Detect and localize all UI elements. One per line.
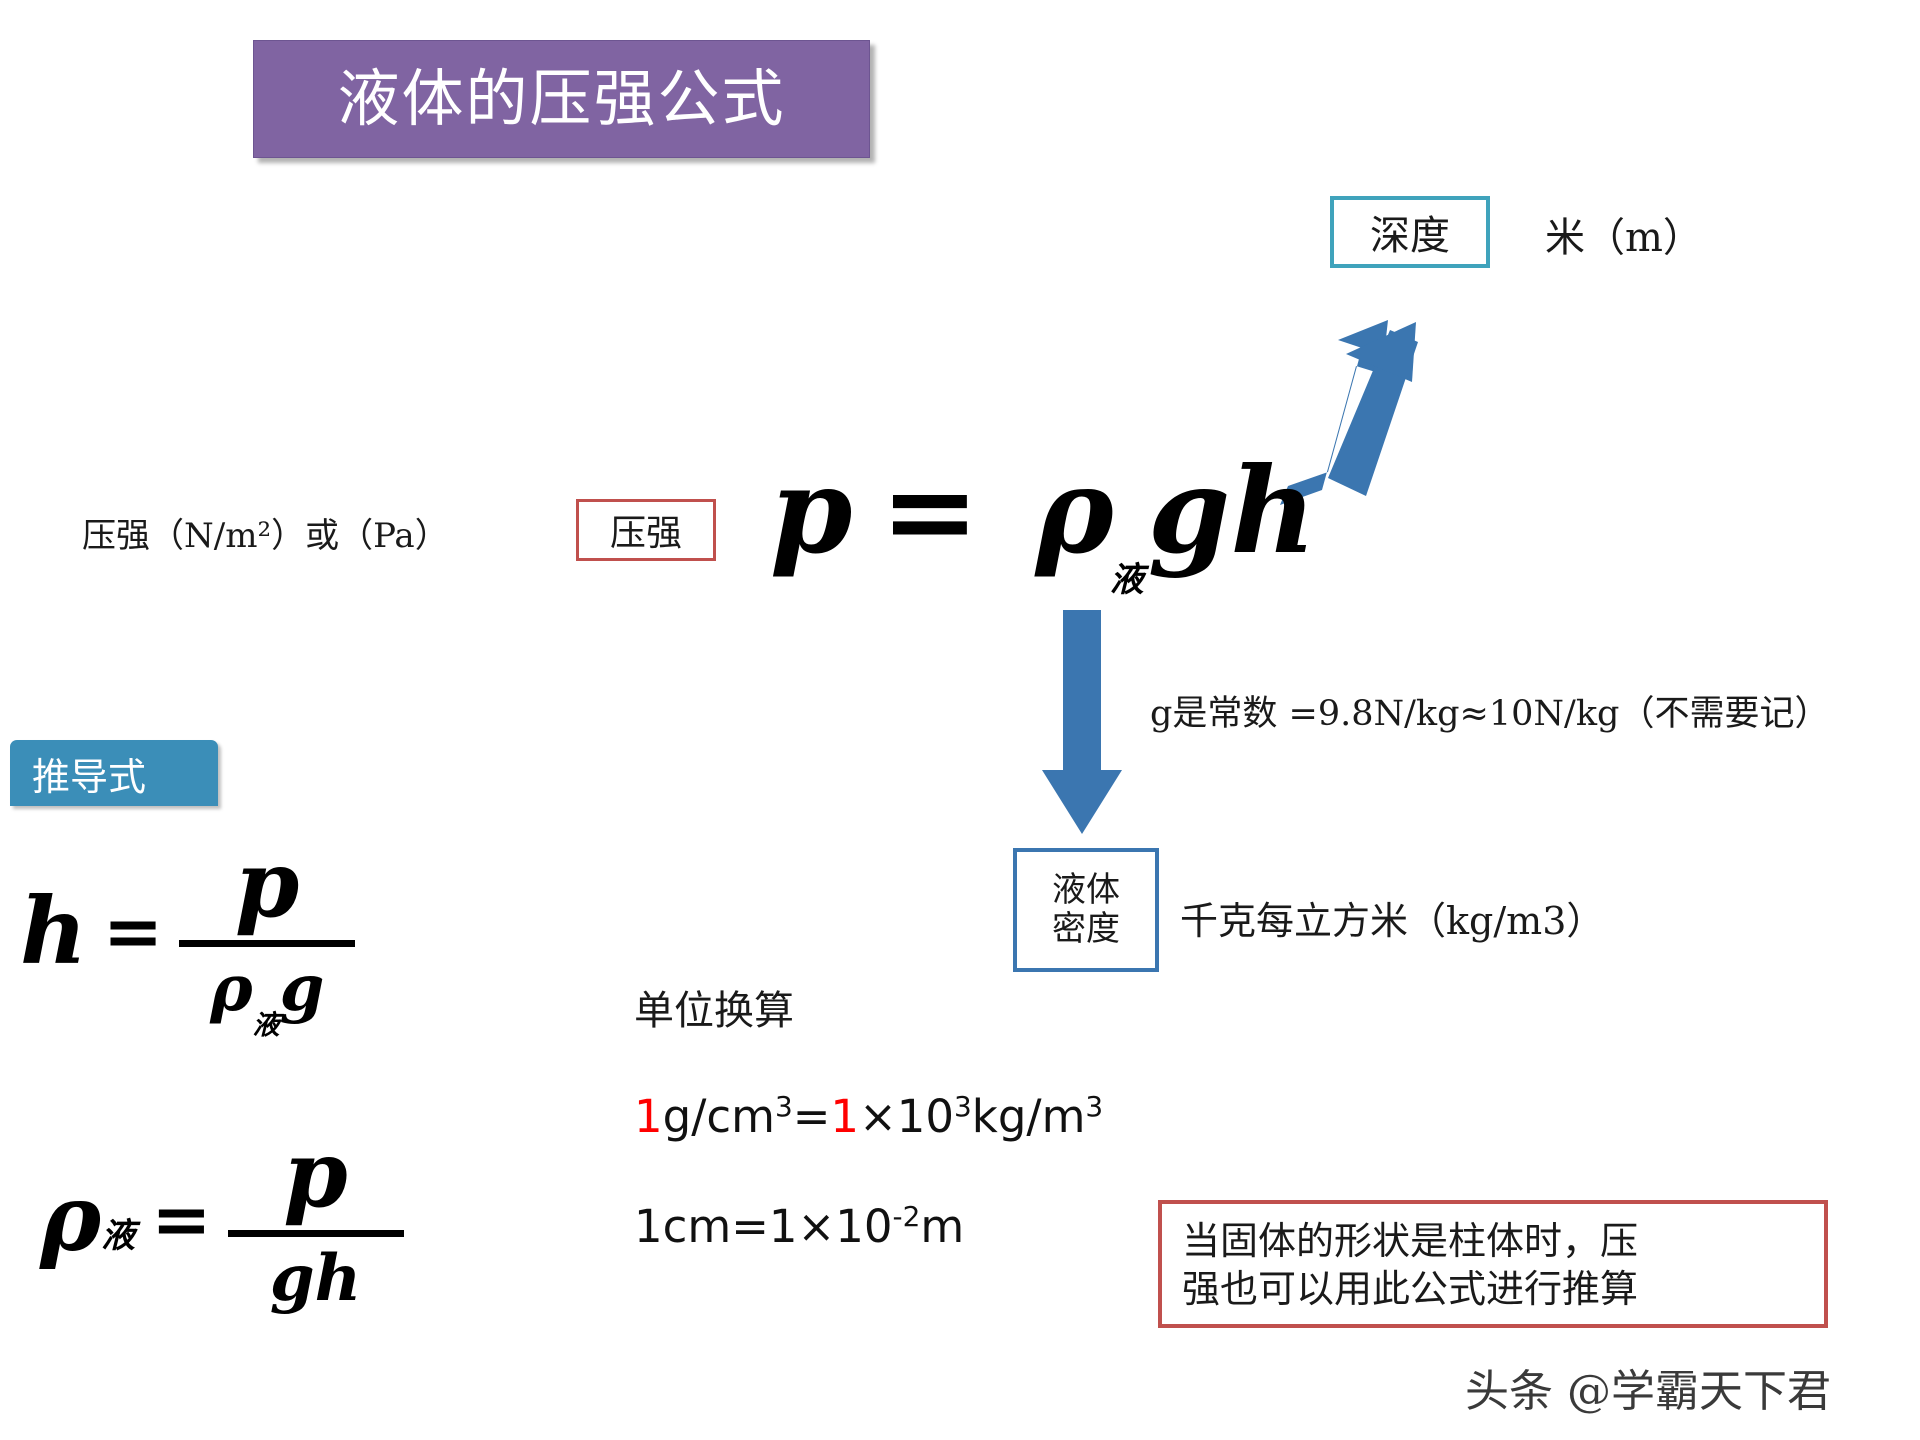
pressure-unit-label: 压强（N/m²）或（Pa） — [82, 516, 449, 556]
formula-h: h — [1230, 441, 1317, 580]
gravity-constant-note: g是常数 =9.8N/kg≈10N/kg（不需要记） — [1150, 694, 1830, 734]
slide-title-box: 液体的压强公式 — [253, 40, 870, 158]
watermark-text: 头条 @学霸天下君 — [1465, 1366, 1831, 1417]
derive1-denominator: ρ液g — [200, 951, 334, 1041]
conv1-eq: = — [792, 1090, 831, 1143]
unit-conversion-line-1: 1g/cm3=1×103kg/m3 — [634, 1090, 1103, 1143]
formula-p: p — [770, 441, 853, 580]
formula-rho: ρ — [1035, 441, 1114, 580]
derive2-denominator: gh — [269, 1241, 362, 1316]
depth-label-box: 深度 — [1330, 196, 1490, 268]
unit-conversion-line-2: 1cm=1×10-2m — [634, 1200, 964, 1253]
cylinder-note-text: 当固体的形状是柱体时，压 强也可以用此公式进行推算 — [1182, 1219, 1639, 1311]
conv1-times: × — [859, 1090, 897, 1143]
derive2-equals: = — [151, 1175, 212, 1261]
conv1-base: 10 — [896, 1090, 955, 1143]
conv2-exp: -2 — [892, 1200, 921, 1233]
derive1-numerator: p — [235, 830, 300, 938]
density-label-box: 液体 密度 — [1013, 848, 1159, 972]
density-arrow-icon — [1042, 610, 1122, 834]
pressure-label-box: 压强 — [576, 499, 716, 561]
derive1-den-rho: ρ — [210, 951, 253, 1026]
formula-g: g — [1147, 441, 1231, 580]
conv2-tail: m — [920, 1200, 965, 1253]
derived-formula-h: h = p ρ液g — [20, 830, 356, 1041]
conv2-times: × — [797, 1200, 836, 1253]
density-label-text: 液体 密度 — [1052, 869, 1120, 949]
derive2-lhs: ρ — [40, 1164, 102, 1272]
pressure-label-text: 压强 — [609, 513, 682, 554]
derive2-fraction: p gh — [227, 1120, 404, 1316]
formula-equals: = — [880, 441, 980, 580]
derive1-equals: = — [102, 888, 164, 974]
derived-formula-tab: 推导式 — [10, 740, 218, 806]
derive1-fraction: p ρ液g — [179, 830, 356, 1041]
derive1-den-g: g — [279, 951, 325, 1026]
conv1-tail: kg/m — [971, 1090, 1086, 1143]
derive2-numerator: p — [283, 1120, 348, 1228]
conv1-exp: 3 — [954, 1090, 972, 1123]
derive2-fraction-bar — [227, 1230, 404, 1237]
depth-label-text: 深度 — [1370, 213, 1450, 259]
conv2-lead: 1cm=1 — [634, 1200, 798, 1253]
cylinder-note-box: 当固体的形状是柱体时，压 强也可以用此公式进行推算 — [1158, 1200, 1828, 1328]
unit-conversion-title: 单位换算 — [634, 988, 794, 1034]
main-formula: p=ρ液gh — [770, 452, 1316, 597]
conv1-red-1: 1 — [634, 1090, 663, 1143]
conv1-red-2: 1 — [830, 1090, 860, 1143]
depth-arrow-icon — [1280, 320, 1418, 505]
derive1-fraction-bar — [179, 940, 356, 947]
slide-title-text: 液体的压强公式 — [337, 62, 786, 135]
depth-unit-label: 米（m） — [1545, 215, 1703, 261]
conv1-tail-sup: 3 — [1085, 1090, 1104, 1123]
density-unit-label: 千克每立方米（kg/m3） — [1180, 899, 1605, 943]
conv2-base: 10 — [835, 1200, 893, 1253]
derived-formula-tab-label: 推导式 — [32, 754, 147, 799]
derive1-lhs: h — [20, 876, 87, 985]
formula-rho-subscript: 液 — [1109, 559, 1144, 600]
derive2-lhs-subscript: 液 — [101, 1215, 136, 1256]
derive1-den-subscript: 液 — [252, 1009, 280, 1041]
conv1-mid: g/cm — [662, 1090, 775, 1143]
conv1-sup-1: 3 — [774, 1090, 793, 1123]
